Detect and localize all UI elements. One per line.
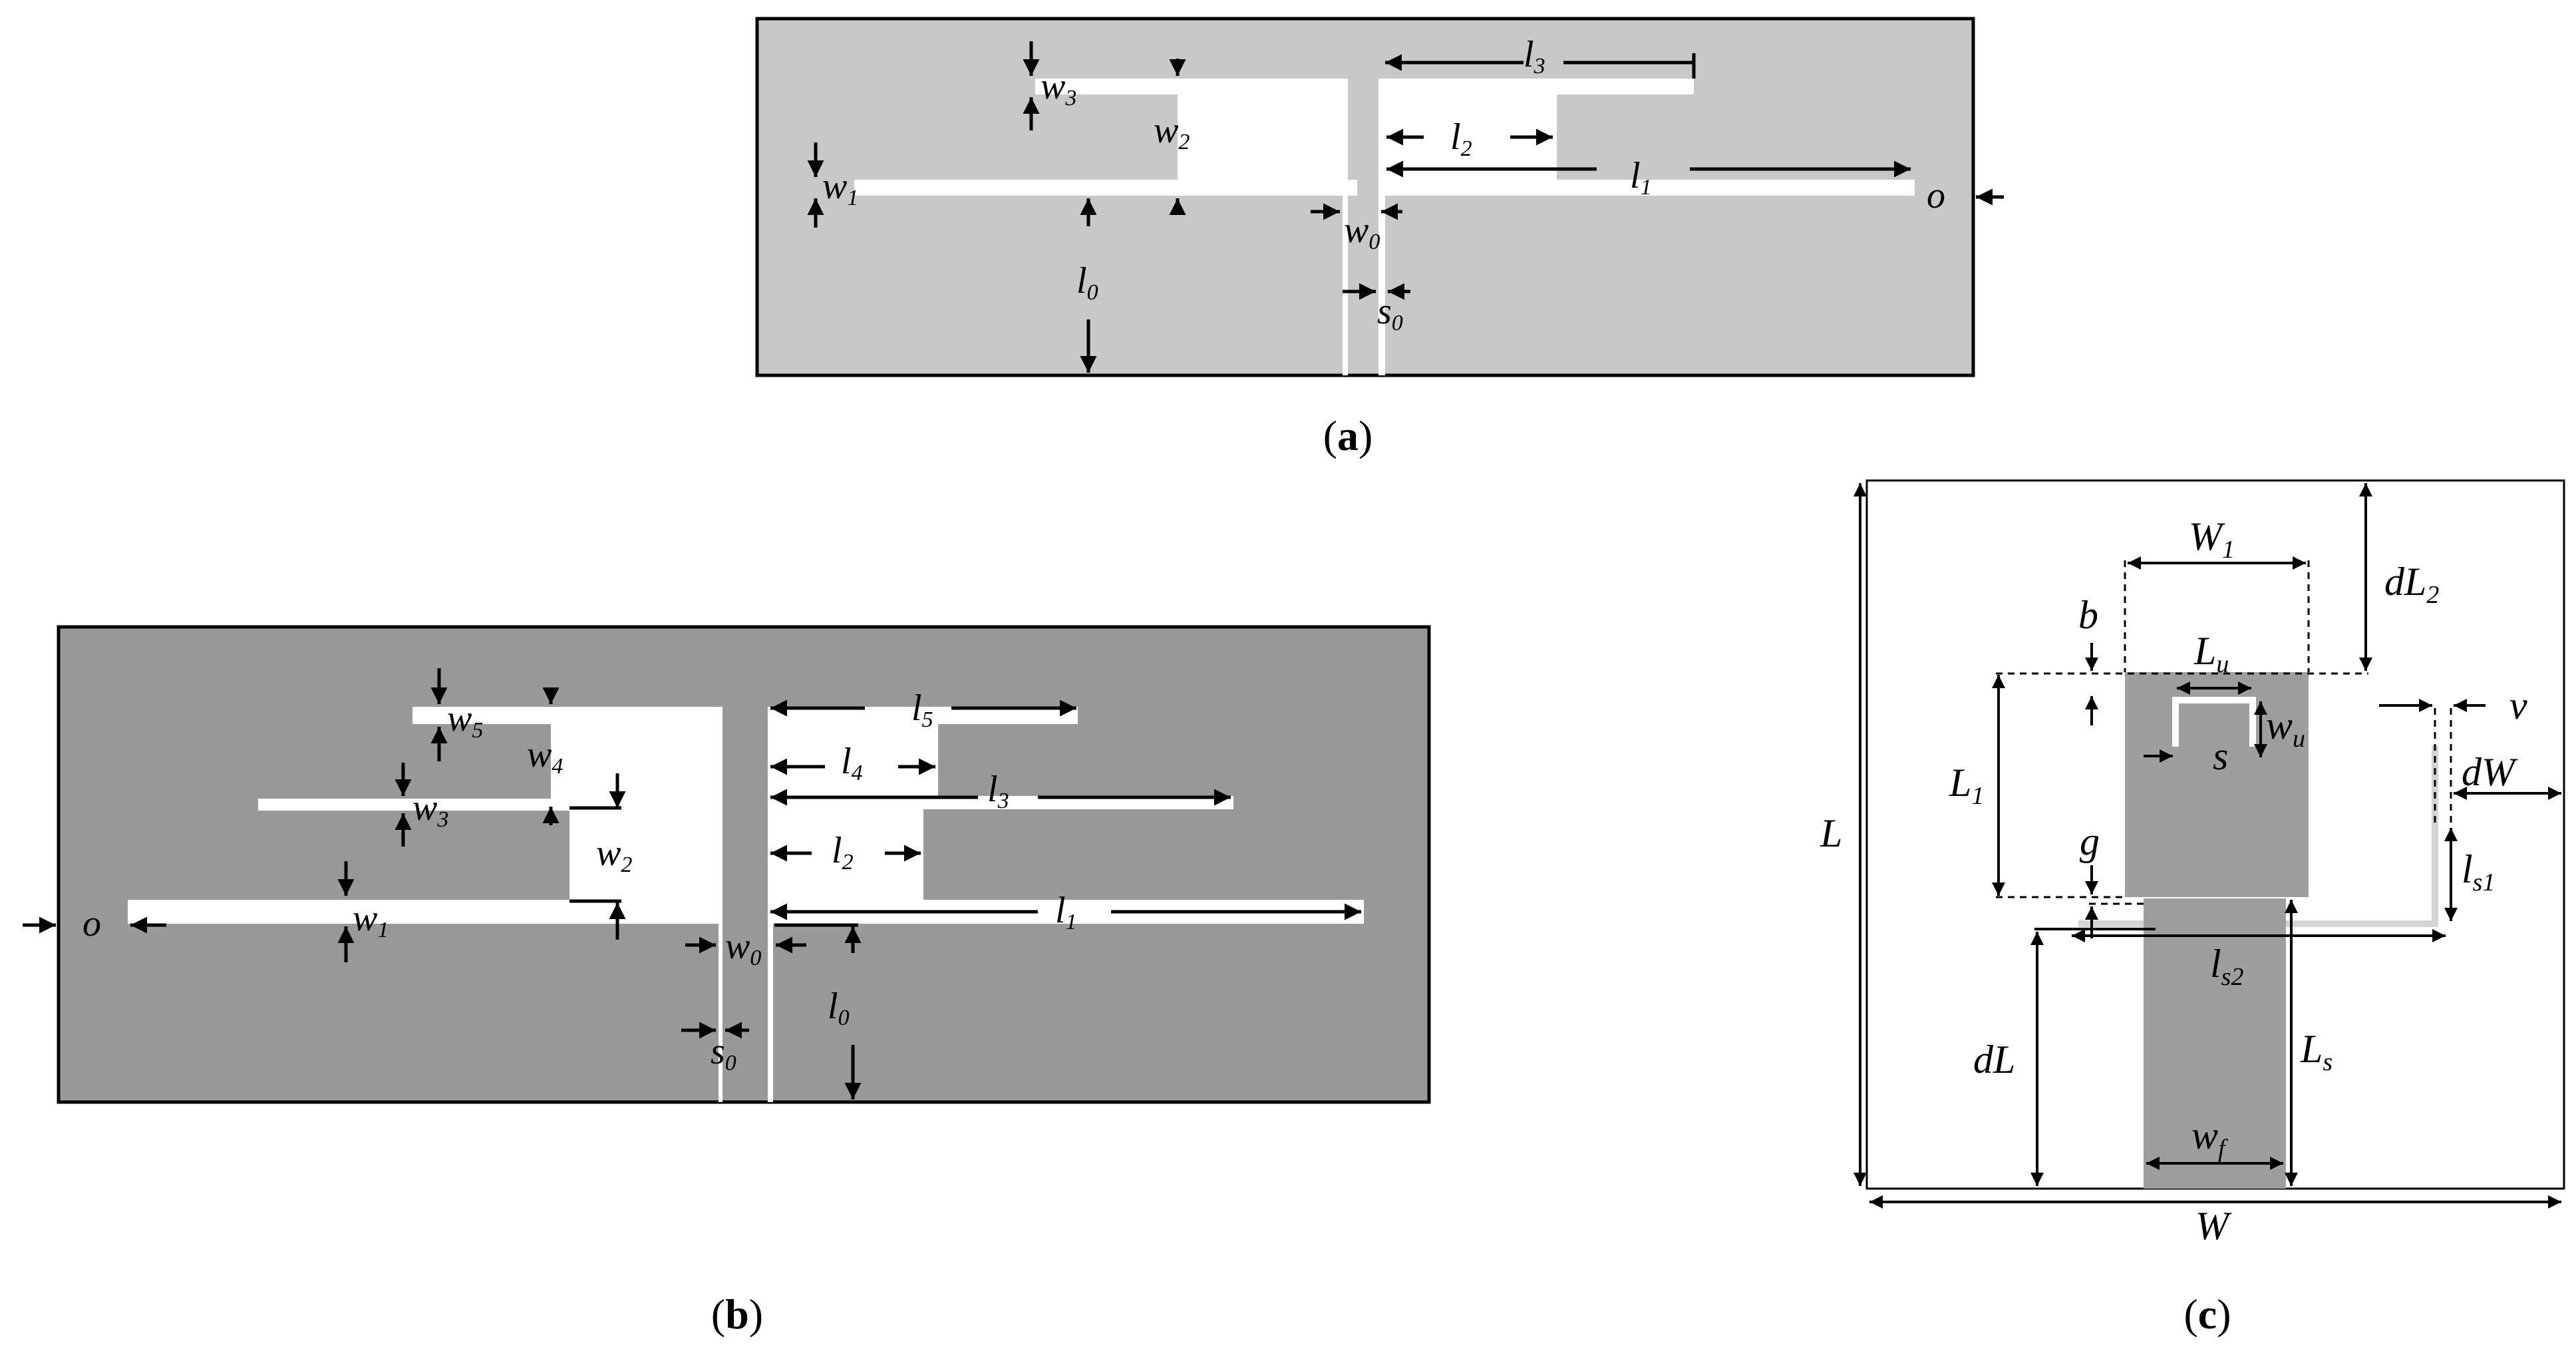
panel-c-label-g: g <box>2080 819 2100 863</box>
panel-b-slot-l4-block <box>768 707 938 800</box>
panel-b-dimensions <box>23 668 1361 1099</box>
panel-c-label-W: W <box>2195 1204 2232 1248</box>
panel-a-label-s0: s0 <box>1377 291 1403 335</box>
panel-a-label-l3: l3 <box>1524 34 1545 79</box>
panel-b-label-w3: w3 <box>412 787 448 832</box>
panel-c-label-dL2: dL2 <box>2384 560 2439 609</box>
panel-b-label-w0: w0 <box>725 926 761 970</box>
panel-a-slot-l3 <box>1378 79 1694 95</box>
panel-c-caption: (c) <box>2183 1290 2231 1338</box>
panel-c-label-ls1: ls1 <box>2462 847 2495 896</box>
panel-b-slot-w5 <box>412 707 555 724</box>
panel-b-slot-l2-block <box>768 796 923 901</box>
panel-c-dashed-guides <box>1996 560 2452 905</box>
panel-b-slot-left-feed <box>719 707 723 1102</box>
panel-a-label-w1: w1 <box>822 166 858 210</box>
panel-c-feedline <box>2144 898 2286 1189</box>
panel-b-label-l3: l3 <box>987 769 1009 813</box>
panel-c-label-b: b <box>2078 593 2098 637</box>
panel-a-slot-w3 <box>1035 79 1182 95</box>
panel-c-label-W1: W1 <box>2189 514 2235 564</box>
panel-a-label-w0: w0 <box>1344 210 1380 254</box>
panel-b-caption: (b) <box>711 1290 763 1338</box>
panel-c: W1 dL2 b Lu v L1 wu s dW L g ls1 ls2 dL … <box>1820 479 2565 1338</box>
panel-b-label-w2: w2 <box>596 833 632 877</box>
panel-c-dimensions <box>1853 483 2561 1209</box>
panel-a-slots <box>854 79 1915 375</box>
panel-c-label-L: L <box>1820 811 1842 855</box>
panel-b-label-w1: w1 <box>353 898 389 942</box>
panel-b-label-l4: l4 <box>841 741 863 785</box>
panel-a-slot-w2 <box>1178 79 1348 196</box>
panel-a-caption: (a) <box>1323 412 1373 459</box>
panel-b-label-s0: s0 <box>711 1031 736 1075</box>
panel-c-patch <box>2125 672 2309 897</box>
panel-a-label-l1: l1 <box>1630 155 1652 200</box>
panel-c-label-Lu: Lu <box>2193 629 2229 678</box>
panel-b-label-l2: l2 <box>832 830 854 874</box>
panel-a-label-o: o <box>1927 175 1945 216</box>
panel-c-label-dW: dW <box>2462 750 2518 794</box>
panel-a-slot-l2-block <box>1378 88 1557 181</box>
panel-a-slot-left-feed <box>1343 79 1348 375</box>
panel-b-label-w4: w4 <box>527 734 563 779</box>
panel-c-label-ls2: ls2 <box>2210 942 2243 991</box>
panel-c-label-Ls: Ls <box>2300 1027 2333 1076</box>
panel-c-label-wu: wu <box>2266 703 2305 753</box>
panel-a-label-l0: l0 <box>1076 260 1098 305</box>
panel-b-label-l5: l5 <box>911 687 933 732</box>
panel-c-label-L1: L1 <box>1949 761 1984 810</box>
panel-c-u-slot <box>2172 697 2256 747</box>
panel-b-slot-w2 <box>569 799 721 924</box>
panel-a-dimensions <box>807 41 2004 373</box>
panel-a-substrate <box>755 17 1975 377</box>
panel-b-label-o: o <box>82 903 101 944</box>
panel-a-label-w3: w3 <box>1041 66 1076 110</box>
panel-b-substrate <box>57 625 1431 1104</box>
panel-a-slot-right-feed <box>1378 79 1385 375</box>
panel-b-label-l1: l1 <box>1055 890 1077 934</box>
panel-b-slot-w3 <box>258 799 571 811</box>
panel-b-slot-w4 <box>551 707 721 804</box>
panel-c-label-s: s <box>2213 734 2228 778</box>
panel-b-label-l0: l0 <box>828 986 850 1030</box>
panel-a-slot-l1 <box>1378 180 1915 196</box>
panel-a: w3 w2 w1 l3 l2 l1 w0 s0 l0 o (a) <box>755 17 2004 459</box>
panel-c-label-v: v <box>2509 683 2527 727</box>
panel-a-label-w2: w2 <box>1154 110 1190 154</box>
panel-c-label-dL: dL <box>1973 1038 2015 1081</box>
panel-a-label-l2: l2 <box>1450 116 1472 161</box>
panel-b: w5 w4 w3 w2 w1 l5 l4 l3 l2 l1 w0 s0 l0 o… <box>23 625 1431 1338</box>
panel-b-label-w5: w5 <box>447 698 483 743</box>
